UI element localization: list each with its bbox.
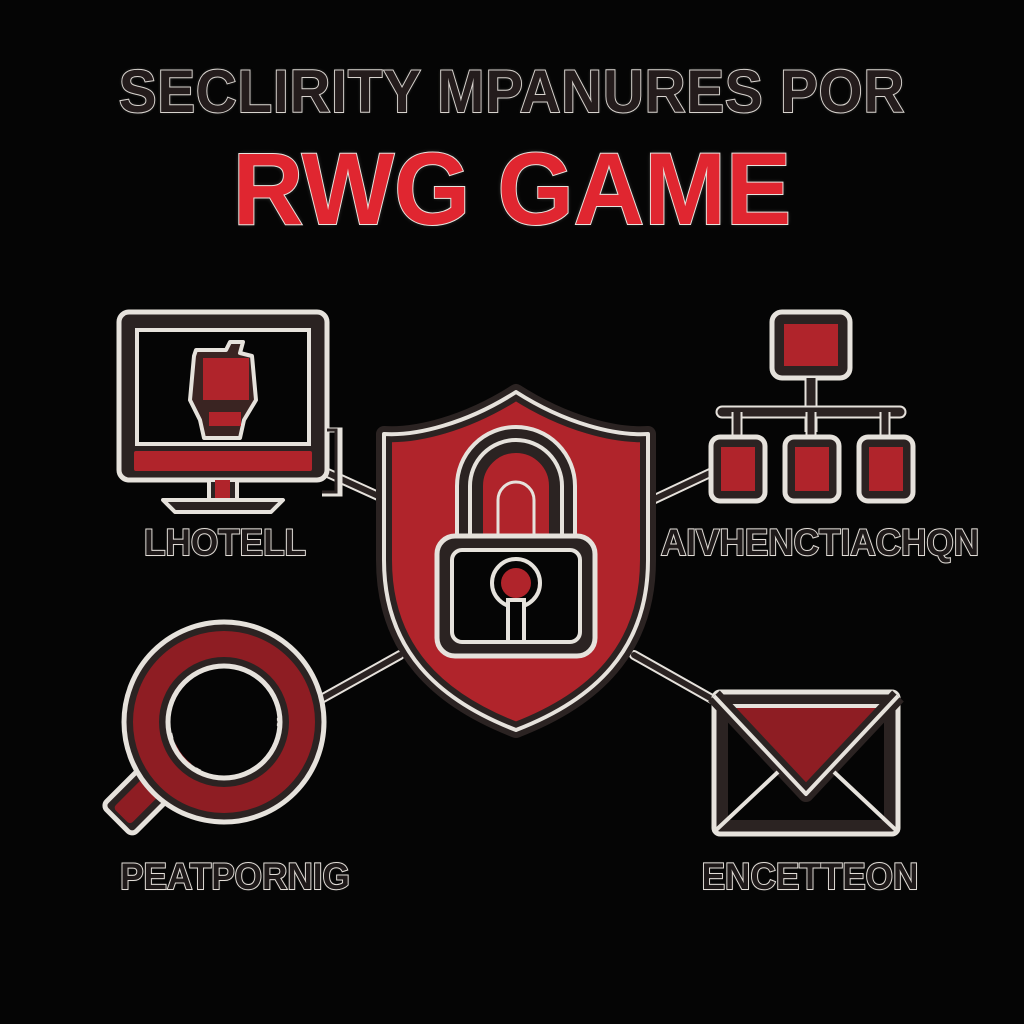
node-label-scan: PEATPORNIG	[119, 856, 351, 897]
monitor-icon	[116, 309, 343, 514]
envelope-icon	[708, 689, 904, 837]
network-hierarchy-icon	[708, 309, 916, 504]
node-label-network: AIVHENCTIACHQN	[660, 522, 980, 563]
shield-lock-icon	[376, 384, 656, 738]
node-label-monitor: LHOTELL	[143, 522, 307, 563]
magnifying-glass-icon	[102, 619, 327, 836]
node-label-mail: ENCETTEON	[701, 856, 920, 897]
page-title: RWG GAME	[232, 132, 792, 246]
subtitle: SECLIRITY MPANURES POR	[118, 58, 906, 125]
